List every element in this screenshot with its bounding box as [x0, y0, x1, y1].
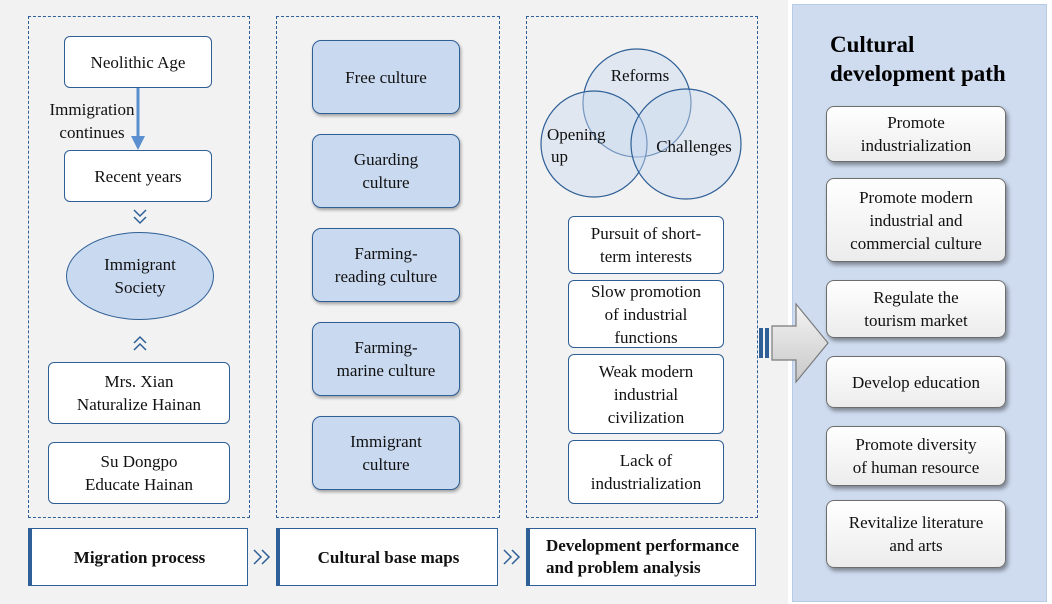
- development-column: [526, 16, 758, 518]
- path-item-human-resource-line-1: Promote diversity: [855, 435, 977, 454]
- challenges-label: Challenges: [656, 137, 732, 156]
- path-item-education: Develop education: [826, 356, 1006, 408]
- path-item-literature-line-1: Revitalize literature: [848, 513, 984, 532]
- problem-short-term-line-2: term interests: [599, 247, 693, 266]
- path-item-industrialization: Promote industrialization: [826, 106, 1006, 162]
- path-item-literature-arts: Revitalize literature and arts: [826, 500, 1006, 568]
- venn-diagram: [540, 48, 742, 200]
- reforms-circle: [582, 48, 692, 158]
- chevron-right-icon: [503, 549, 521, 565]
- problem-lack-industrialization-box: Lack of industrialization: [568, 440, 724, 504]
- cultural-base-maps-label: Cultural base maps: [317, 547, 460, 567]
- migration-process-label: Migration process: [73, 547, 206, 567]
- guarding-culture-box: Guarding culture: [312, 134, 460, 208]
- guarding-culture-line-1: Guarding: [353, 150, 419, 169]
- immigrant-society-line-1: Immigrant: [104, 255, 176, 274]
- migration-process-footer: Migration process: [28, 528, 248, 586]
- path-item-human-resource: Promote diversity of human resource: [826, 426, 1006, 486]
- free-culture-box: Free culture: [312, 40, 460, 114]
- path-item-industrialization-line-1: Promote: [887, 113, 945, 132]
- farming-reading-culture-box: Farming- reading culture: [312, 228, 460, 302]
- problem-slow-promotion-line-3: functions: [614, 327, 678, 347]
- path-item-tourism-line-2: tourism market: [864, 311, 968, 330]
- problem-slow-promotion-line-1: Slow promotion: [590, 281, 702, 301]
- chevron-right-icon: [253, 549, 271, 565]
- path-item-commercial-line-1: Promote modern: [859, 187, 973, 207]
- farming-marine-line-1: Farming-: [354, 338, 418, 357]
- problem-weak-civilization-line-3: civilization: [607, 407, 685, 427]
- farming-marine-line-2: marine culture: [336, 361, 436, 380]
- down-arrow-icon: [131, 88, 145, 150]
- immigrant-society-line-2: Society: [114, 278, 166, 297]
- path-item-commercial-line-2: industrial and: [869, 210, 963, 230]
- immigration-note: Immigration continues: [42, 98, 142, 144]
- free-culture-label: Free culture: [345, 67, 427, 87]
- problem-lack-line-1: Lack of: [619, 451, 673, 470]
- path-item-literature-line-2: and arts: [889, 536, 943, 555]
- recent-years-label: Recent years: [94, 166, 182, 186]
- problem-short-term-line-1: Pursuit of short-: [590, 224, 702, 243]
- development-analysis-line-2: and problem analysis: [545, 558, 701, 577]
- su-dongpo-line-1: Su Dongpo: [100, 452, 178, 471]
- neolithic-age-label: Neolithic Age: [90, 52, 186, 72]
- mrs-xian-box: Mrs. Xian Naturalize Hainan: [48, 362, 230, 424]
- immigrant-society-ellipse: Immigrant Society: [66, 232, 214, 320]
- challenges-circle: [630, 88, 742, 200]
- path-item-commercial-line-3: commercial culture: [850, 233, 982, 253]
- immigration-note-line-2: continues: [59, 123, 125, 142]
- problem-slow-promotion-box: Slow promotion of industrial functions: [568, 280, 724, 348]
- opening-up-line-1: Opening: [547, 125, 606, 144]
- path-item-education-label: Develop education: [852, 372, 980, 392]
- immigrant-culture-box: Immigrant culture: [312, 416, 460, 490]
- opening-up-line-2: up: [551, 147, 568, 166]
- chevron-down-icon: [133, 209, 147, 225]
- guarding-culture-line-2: culture: [362, 173, 410, 192]
- development-path-title-line-2: development path: [830, 61, 1006, 86]
- problem-weak-civilization-box: Weak modern industrial civilization: [568, 354, 724, 434]
- opening-up-circle: [540, 90, 648, 198]
- immigration-note-line-1: Immigration: [49, 100, 135, 119]
- path-item-human-resource-line-2: of human resource: [852, 458, 980, 477]
- chevron-up-icon: [133, 335, 147, 351]
- farming-marine-culture-box: Farming- marine culture: [312, 322, 460, 396]
- recent-years-box: Recent years: [64, 150, 212, 202]
- path-item-tourism-line-1: Regulate the: [873, 288, 959, 307]
- problem-weak-civilization-line-2: industrial: [613, 384, 679, 404]
- path-item-commercial-culture: Promote modern industrial and commercial…: [826, 178, 1006, 262]
- cultural-base-column: [276, 16, 500, 518]
- path-item-industrialization-line-2: industrialization: [860, 136, 972, 155]
- problem-weak-civilization-line-1: Weak modern: [598, 361, 694, 381]
- reforms-label: Reforms: [610, 66, 670, 85]
- development-analysis-footer: Development performance and problem anal…: [526, 528, 756, 586]
- problem-short-term-box: Pursuit of short- term interests: [568, 216, 724, 274]
- su-dongpo-box: Su Dongpo Educate Hainan: [48, 442, 230, 504]
- neolithic-age-box: Neolithic Age: [64, 36, 212, 88]
- problem-slow-promotion-line-2: of industrial: [604, 304, 688, 324]
- farming-reading-line-1: Farming-: [354, 244, 418, 263]
- right-arrow-icon: [759, 302, 829, 384]
- development-path-title: Cultural development path: [830, 30, 1040, 88]
- immigrant-culture-line-1: Immigrant: [350, 432, 422, 451]
- mrs-xian-line-1: Mrs. Xian: [104, 372, 174, 391]
- immigrant-culture-line-2: culture: [362, 455, 410, 474]
- problem-lack-line-2: industrialization: [590, 474, 702, 493]
- path-item-tourism: Regulate the tourism market: [826, 280, 1006, 338]
- migration-column: [28, 16, 250, 518]
- cultural-base-maps-footer: Cultural base maps: [276, 528, 498, 586]
- su-dongpo-line-2: Educate Hainan: [84, 475, 194, 494]
- mrs-xian-line-2: Naturalize Hainan: [76, 395, 202, 414]
- development-path-title-line-1: Cultural: [830, 32, 915, 57]
- farming-reading-line-2: reading culture: [334, 267, 438, 286]
- opening-up-label: Opening up: [547, 124, 606, 168]
- development-analysis-line-1: Development performance: [545, 536, 740, 555]
